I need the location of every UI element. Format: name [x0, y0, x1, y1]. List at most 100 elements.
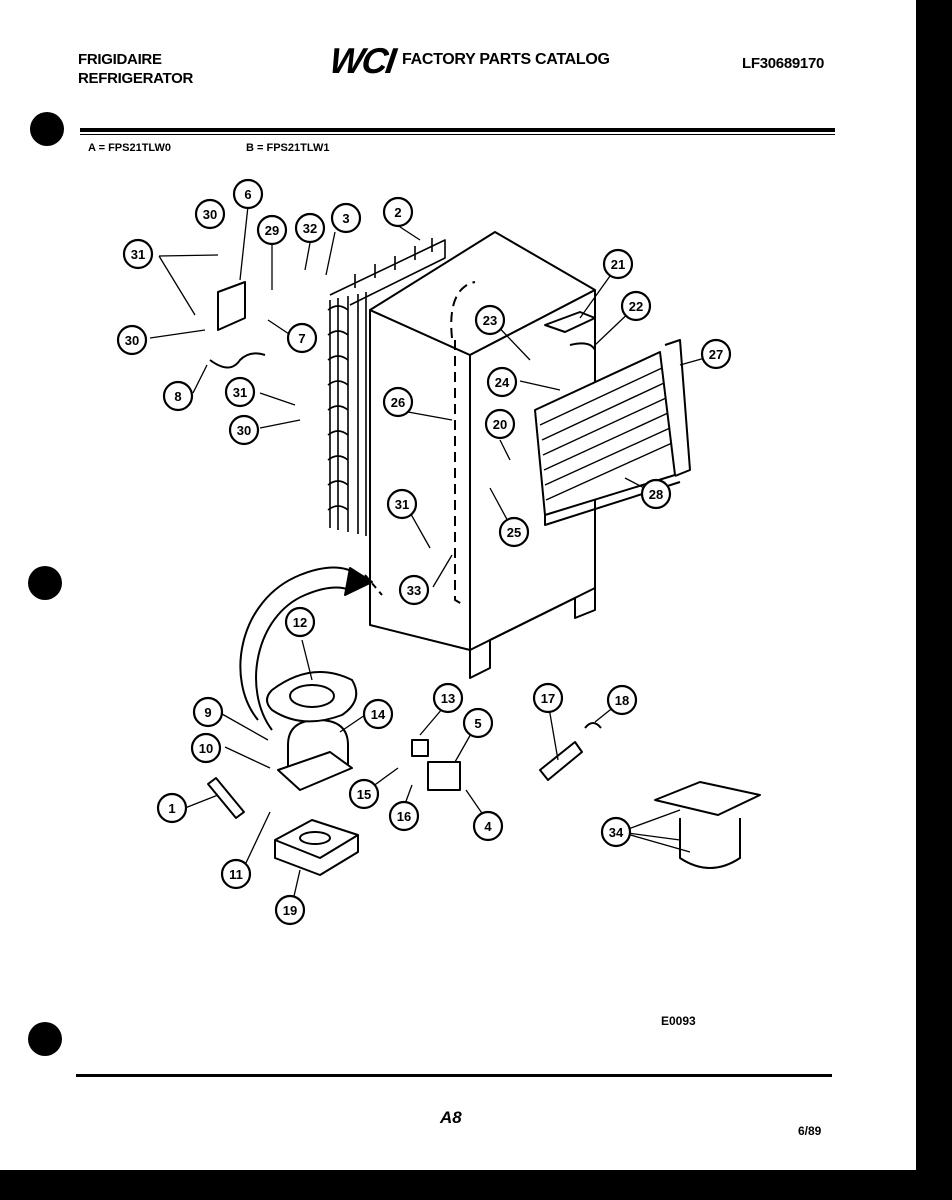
- catalog-number: LF30689170: [742, 55, 825, 72]
- callout-label: 5: [474, 716, 481, 731]
- binder-hole-top: [30, 112, 64, 146]
- product-type: REFRIGERATOR: [78, 70, 194, 87]
- callout-label: 17: [541, 691, 555, 706]
- model-a-label: A = FPS21TLW0: [88, 142, 172, 154]
- callout-label: 8: [174, 389, 181, 404]
- callout-9: 9: [192, 696, 224, 728]
- callout-label: 27: [709, 347, 723, 362]
- mount-plate: [266, 671, 358, 723]
- callout-16: 16: [388, 800, 420, 832]
- callout-34: 34: [600, 816, 632, 848]
- sensor-tube: [209, 352, 266, 369]
- callout-label: 32: [303, 221, 317, 236]
- callout-21: 21: [602, 248, 634, 280]
- alternate-compressor: [654, 781, 761, 869]
- catalog-title: FACTORY PARTS CATALOG: [402, 51, 610, 68]
- callout-label: 3: [342, 211, 349, 226]
- callout-label: 15: [357, 787, 371, 802]
- callout-10: 10: [190, 732, 222, 764]
- callout-17: 17: [532, 682, 564, 714]
- callout-32: 32: [294, 212, 326, 244]
- callout-14: 14: [362, 698, 394, 730]
- callout-15: 15: [348, 778, 380, 810]
- callout-label: 31: [131, 247, 145, 262]
- callout-25: 25: [498, 516, 530, 548]
- filter-drier: [207, 777, 245, 819]
- callout-label: 1: [168, 801, 175, 816]
- base-bracket: [274, 819, 359, 876]
- header-rule: [80, 128, 835, 132]
- callout-label: 11: [229, 867, 243, 882]
- callout-label: 30: [237, 423, 251, 438]
- page-number: A8: [440, 1108, 462, 1127]
- callout-label: 25: [507, 525, 521, 540]
- callout-label: 19: [283, 903, 297, 918]
- callout-4: 4: [472, 810, 504, 842]
- callout-label: 9: [204, 705, 211, 720]
- callout-6: 6: [232, 178, 264, 210]
- callout-26: 26: [382, 386, 414, 418]
- callout-label: 14: [371, 707, 386, 722]
- model-b-label: B = FPS21TLW1: [246, 142, 330, 154]
- defrost-heater: [544, 311, 596, 351]
- callout-30: 30: [116, 324, 148, 356]
- binder-hole-middle: [28, 566, 62, 600]
- callout-label: 29: [265, 223, 279, 238]
- brand-name: FRIGIDAIRE: [78, 51, 162, 68]
- callout-label: 7: [298, 331, 305, 346]
- callout-12: 12: [284, 606, 316, 638]
- callout-22: 22: [620, 290, 652, 322]
- callout-label: 10: [199, 741, 213, 756]
- condenser-coil: [327, 238, 446, 536]
- callout-label: 28: [649, 487, 663, 502]
- callout-30: 30: [194, 198, 226, 230]
- callout-label: 6: [244, 187, 251, 202]
- callout-label: 31: [233, 385, 247, 400]
- callout-label: 21: [611, 257, 625, 272]
- scan-border-bottom: [0, 1170, 952, 1200]
- callout-label: 26: [391, 395, 405, 410]
- callout-5: 5: [462, 707, 494, 739]
- callout-30: 30: [228, 414, 260, 446]
- evaporator: [534, 339, 691, 526]
- thermostat-bracket: [217, 281, 246, 331]
- callout-8: 8: [162, 380, 194, 412]
- callout-label: 34: [609, 825, 624, 840]
- revision-date: 6/89: [798, 1124, 822, 1138]
- compressor: [277, 719, 353, 791]
- callout-label: 33: [407, 583, 421, 598]
- power-cord-plug: [539, 741, 583, 781]
- callout-label: 4: [484, 819, 492, 834]
- callout-label: 12: [293, 615, 307, 630]
- callout-2: 2: [382, 196, 414, 228]
- callout-label: 18: [615, 693, 629, 708]
- drawing-code: E0093: [661, 1014, 696, 1028]
- callout-31: 31: [386, 488, 418, 520]
- callout-20: 20: [484, 408, 516, 440]
- binder-hole-bottom: [28, 1022, 62, 1056]
- callout-29: 29: [256, 214, 288, 246]
- header-rule-thin: [80, 134, 835, 135]
- start-relay: [427, 761, 461, 791]
- cord-clamp: [584, 722, 602, 729]
- callout-7: 7: [286, 322, 318, 354]
- callout-3: 3: [330, 202, 362, 234]
- callout-label: 22: [629, 299, 643, 314]
- callout-label: 13: [441, 691, 455, 706]
- callout-31: 31: [122, 238, 154, 270]
- callout-label: 30: [203, 207, 217, 222]
- callout-28: 28: [640, 478, 672, 510]
- callout-18: 18: [606, 684, 638, 716]
- callout-31: 31: [224, 376, 256, 408]
- callout-label: 20: [493, 417, 507, 432]
- callout-23: 23: [474, 304, 506, 336]
- scan-border-right: [916, 0, 952, 1200]
- callout-label: 2: [394, 205, 401, 220]
- mount-grommet: [289, 684, 335, 708]
- callout-27: 27: [700, 338, 732, 370]
- bracket-hole: [299, 831, 331, 845]
- overload: [411, 739, 429, 757]
- callout-13: 13: [432, 682, 464, 714]
